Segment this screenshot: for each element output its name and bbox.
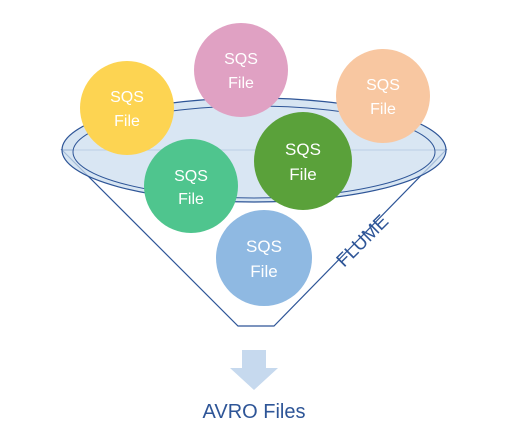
circle-label-top: SQS <box>110 89 144 106</box>
sqs-file-circle: SQS File <box>80 61 174 155</box>
circle-label-bottom: File <box>250 262 277 281</box>
circle-label-top: SQS <box>246 237 282 256</box>
output-caption: AVRO Files <box>203 401 306 423</box>
circle-label-bottom: File <box>178 191 204 208</box>
sqs-file-circle: SQS File <box>216 210 312 306</box>
sqs-file-circle: SQS File <box>144 139 238 233</box>
circle-label-bottom: File <box>228 75 254 92</box>
down-arrow-icon <box>230 350 278 390</box>
sqs-file-circle: SQS File <box>194 23 288 117</box>
circle-label-bottom: File <box>114 113 140 130</box>
circle-label-top: SQS <box>366 77 400 94</box>
circle-label-bottom: File <box>370 101 396 118</box>
circle-label-top: SQS <box>224 51 258 68</box>
circle-label-top: SQS <box>285 140 321 159</box>
circle-label-bottom: File <box>289 165 316 184</box>
circle-label-top: SQS <box>174 168 208 185</box>
sqs-file-circle: SQS File <box>254 112 352 210</box>
sqs-file-circle: SQS File <box>336 49 430 143</box>
